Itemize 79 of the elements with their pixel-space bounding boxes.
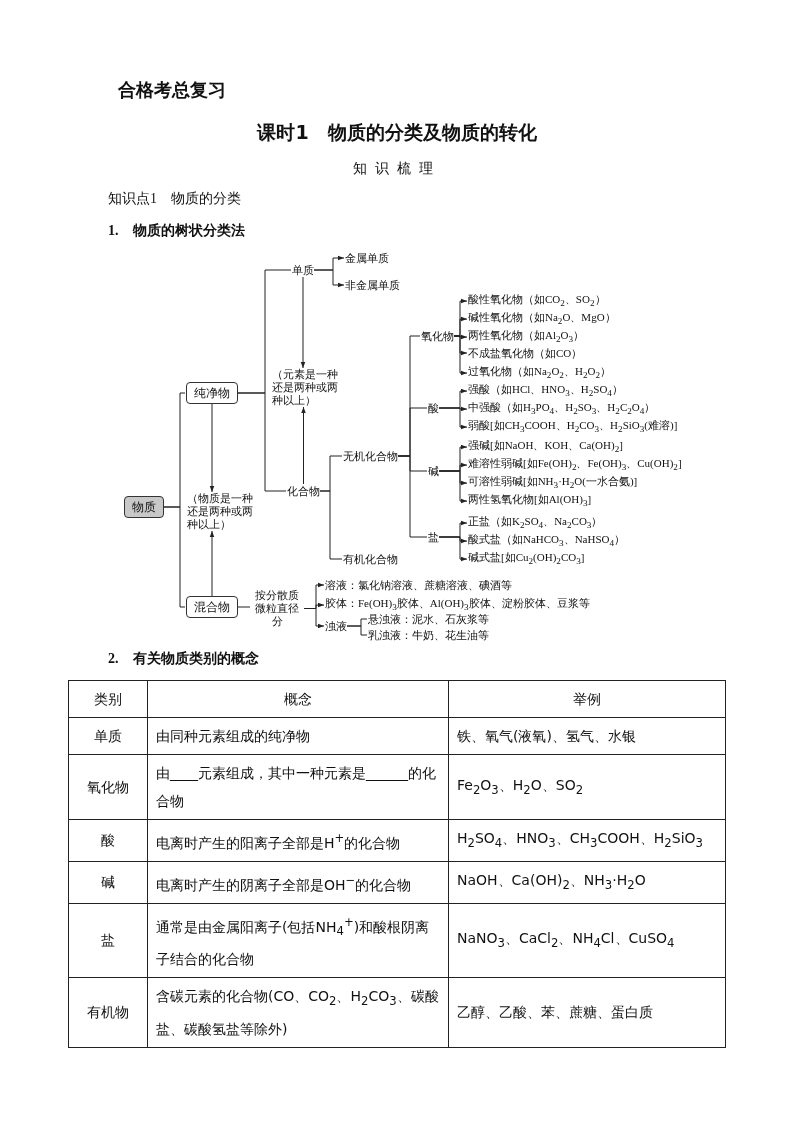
section-heading: 知识点1 物质的分类	[108, 190, 241, 208]
arrow	[438, 470, 468, 504]
connector-line	[346, 625, 368, 636]
arrow	[209, 530, 215, 597]
category-box: 物质	[124, 496, 164, 518]
table-cell: 单质	[68, 717, 148, 755]
table-cell: 通常是由金属阳离子(包括NH$_{4}$$^{+}$)和酸根阴离子结合的化合物	[147, 903, 449, 978]
arrow	[303, 608, 325, 629]
category-label: 不成盐氧化物（如CO）	[468, 346, 583, 360]
arrow	[453, 335, 468, 376]
arrow	[313, 269, 345, 288]
table-cell: 有机物	[68, 977, 148, 1048]
header-cell: 概念	[147, 680, 449, 718]
category-label: 碱式盐[如Cu$_{2}$(OH)$_{2}$CO$_{3}$]	[468, 550, 585, 569]
criterion-note: （元素是一种还是两种或两种以上）	[272, 368, 338, 407]
arrow	[209, 403, 215, 493]
table-cell: 盐	[68, 903, 148, 978]
arrow	[300, 276, 306, 369]
category-box: 纯净物	[186, 382, 238, 404]
table-cell: 碱	[68, 861, 148, 904]
category-label: 氧化物	[421, 329, 454, 343]
table-cell: 含碳元素的化合物(CO、CO$_{2}$、H$_{2}$CO$_{3}$、碳酸盐、碳酸氢盐等除外)	[147, 977, 449, 1048]
subheading: 知识梳理	[352, 160, 442, 178]
category-label: 碱性氧化物（如Na$_{2}$O、MgO）	[468, 310, 616, 329]
category-label: 难溶性弱碱[如Fe(OH)$_{2}$、Fe(OH)$_{3}$、Cu(OH)$_{2}$]	[468, 456, 682, 475]
table-cell: 电离时产生的阴离子全部是OH$^{−}$的化合物	[147, 861, 449, 904]
category-label: 中强酸（如H$_{3}$PO$_{4}$、H$_{2}$SO$_{3}$、H$_{2}$C$_{2}$O$_{4}$）	[468, 400, 656, 419]
table-cell: 氧化物	[68, 754, 148, 820]
table-cell: 电离时产生的阳离子全部是H$^{+}$的化合物	[147, 819, 449, 862]
table-cell: NaNO$_{3}$、CaCl$_{2}$、NH$_{4}$Cl、CuSO$_{4}$	[448, 903, 726, 978]
category-box: 混合物	[186, 596, 238, 618]
connector-line	[237, 606, 251, 608]
category-label: 乳浊液：牛奶、花生油等	[368, 628, 489, 642]
table-cell: 由____元素组成，其中一种元素是______的化合物	[147, 754, 449, 820]
connector-line	[397, 455, 428, 538]
category-label: 悬浊液：泥水、石灰浆等	[368, 612, 489, 626]
connector-line	[237, 392, 287, 492]
category-label: 酸性氧化物（如CO$_{2}$、SO$_{2}$）	[468, 292, 606, 311]
criterion-note: （物质是一种还是两种或两种以上）	[187, 492, 253, 531]
table-cell: NaOH、Ca(OH)$_{2}$、NH$_{3}$·H$_{2}$O	[448, 861, 726, 904]
connector-line	[319, 490, 343, 560]
category-label: 弱酸[如CH$_{3}$COOH、H$_{2}$CO$_{3}$、H$_{2}$SiO$_{3}$(难溶)]	[468, 418, 678, 437]
header-cell: 类别	[68, 680, 148, 718]
table-cell: 乙醇、乙酸、苯、蔗糖、蛋白质	[448, 977, 726, 1048]
table-cell: 铁、氧气(液氧)、氢气、水银	[448, 717, 726, 755]
arrow	[438, 536, 468, 562]
category-label: 胶体：Fe(OH)$_{3}$胶体、Al(OH)$_{3}$胶体、淀粉胶体、豆浆等	[325, 596, 590, 615]
category-label: 溶液：氯化钠溶液、蔗糖溶液、碘酒等	[325, 578, 512, 592]
category-label: 非金属单质	[345, 278, 400, 292]
table-cell: 由同种元素组成的纯净物	[147, 717, 449, 755]
table-cell: H$_{2}$SO$_{4}$、HNO$_{3}$、CH$_{3}$COOH、H$_{2}$SiO$_{3}$	[448, 819, 726, 862]
category-label: 按分散质微粒直径分	[250, 589, 304, 628]
table-cell: 酸	[68, 819, 148, 862]
category-label: 无机化合物	[343, 449, 398, 463]
category-label: 浊液	[325, 619, 347, 633]
category-label: 可溶性弱碱[如NH$_{3}$·H$_{2}$O(一水合氨)]	[468, 474, 638, 493]
category-label: 两性氢氧化物[如Al(OH)$_{3}$]	[468, 492, 592, 511]
category-label: 过氧化物（如Na$_{2}$O$_{2}$、H$_{2}$O$_{2}$）	[468, 364, 611, 383]
category-label: 酸式盐（如NaHCO$_{3}$、NaHSO$_{4}$）	[468, 532, 626, 551]
header-cell: 举例	[448, 680, 726, 718]
category-label: 正盐（如K$_{2}$SO$_{4}$、Na$_{2}$CO$_{3}$）	[468, 514, 603, 533]
heading: 合格考总复习	[118, 78, 226, 102]
category-label: 碱	[428, 464, 439, 478]
page-title: 课时1 物质的分类及物质的转化	[255, 120, 538, 145]
arrow	[301, 406, 306, 485]
category-label: 单质	[292, 263, 314, 277]
section-heading: 1. 物质的树状分类法	[108, 222, 245, 240]
category-label: 盐	[428, 530, 439, 544]
section-heading: 2. 有关物质类别的概念	[108, 650, 259, 668]
category-label: 强碱[如NaOH、KOH、Ca(OH)$_{2}$]	[468, 438, 623, 457]
category-label: 两性氧化物（如Al$_{2}$O$_{3}$）	[468, 328, 585, 347]
category-label: 强酸（如HCl、HNO$_{3}$、H$_{2}$SO$_{4}$）	[468, 382, 623, 401]
category-label: 有机化合物	[343, 552, 398, 566]
category-label: 金属单质	[345, 251, 389, 265]
connector-line	[163, 506, 186, 608]
category-label: 化合物	[287, 484, 320, 498]
arrow	[438, 407, 468, 430]
category-label: 酸	[428, 401, 439, 415]
table-cell: Fe$_{2}$O$_{3}$、H$_{2}$O、SO$_{2}$	[448, 754, 726, 820]
